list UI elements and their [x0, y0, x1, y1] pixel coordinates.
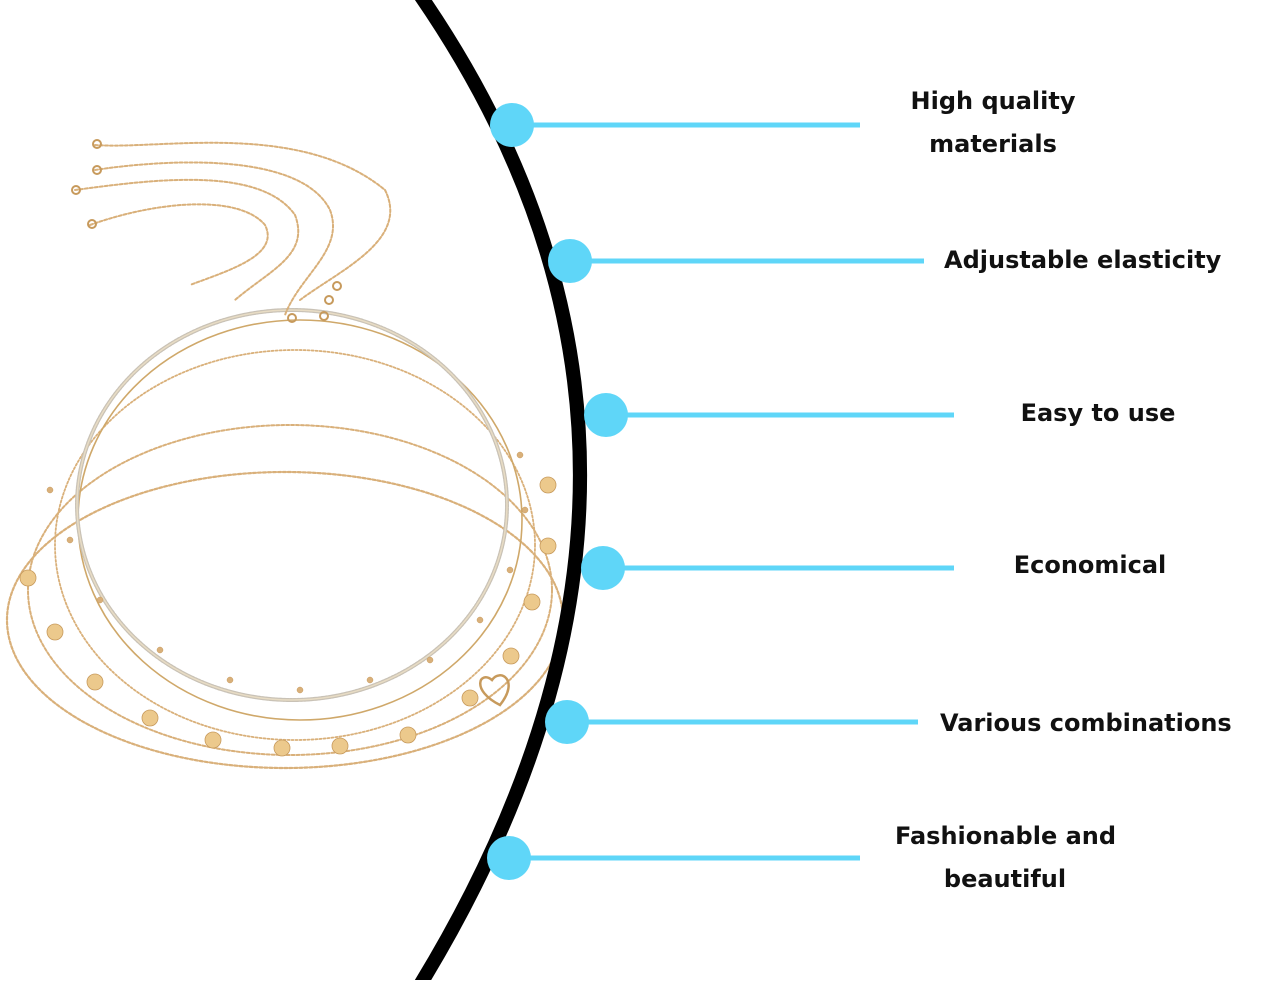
- rhinestone-choker: [76, 309, 508, 701]
- sequin-disc: [273, 739, 291, 757]
- sequin-disc: [461, 689, 479, 707]
- chain-bead: [426, 656, 434, 664]
- extender-chain: [94, 141, 392, 301]
- clasp: [92, 139, 102, 149]
- chain-bead: [96, 596, 104, 604]
- feature-label-4: Economical: [1010, 544, 1170, 587]
- clasp: [87, 219, 97, 229]
- chain-bead: [476, 616, 484, 624]
- feature-label-line: materials: [929, 130, 1057, 158]
- node-dot-5: [545, 700, 589, 744]
- sequin-disc: [523, 593, 541, 611]
- necklace-illustration: [5, 139, 565, 770]
- sequin-disc: [502, 647, 520, 665]
- feature-label-line: Economical: [1013, 551, 1167, 579]
- chain-bead: [46, 486, 54, 494]
- chain-bead: [521, 506, 529, 514]
- node-dot-4: [581, 546, 625, 590]
- rhinestone-choker: [75, 308, 509, 702]
- chain-bead: [366, 676, 374, 684]
- feature-label-2: Adjustable elasticity: [944, 239, 1222, 282]
- sequin-disc: [331, 737, 349, 755]
- clasp: [332, 281, 342, 291]
- timeline-arc: [414, 0, 587, 984]
- feature-label-6: Fashionable and beautiful: [895, 815, 1117, 901]
- sequin-disc: [86, 673, 104, 691]
- chain-bead: [296, 686, 304, 694]
- connector-group: [487, 103, 954, 880]
- sequin-group: [19, 451, 557, 757]
- clasp: [287, 313, 297, 323]
- sequin-disc: [204, 731, 222, 749]
- sequin-disc: [539, 537, 557, 555]
- node-dot-6: [487, 836, 531, 880]
- node-dot-3: [584, 393, 628, 437]
- sequin-disc: [141, 709, 159, 727]
- extender-chain: [89, 203, 269, 286]
- feature-label-line: High quality: [910, 87, 1076, 115]
- feature-label-line: Various combinations: [940, 709, 1232, 737]
- feature-label-5: Various combinations: [940, 702, 1232, 745]
- clasp: [71, 185, 81, 195]
- feature-label-line: Easy to use: [1020, 399, 1176, 427]
- chain-strand: [54, 349, 536, 741]
- chain-bead: [66, 536, 74, 544]
- clasp: [319, 311, 329, 321]
- sequin-disc: [399, 726, 417, 744]
- feature-label-line: Fashionable and: [895, 822, 1117, 850]
- node-dot-2: [548, 239, 592, 283]
- chain-bead: [226, 676, 234, 684]
- extender-chain: [94, 161, 334, 316]
- extender-chain: [74, 178, 300, 301]
- chain-strand: [27, 424, 553, 756]
- sequin-disc: [19, 569, 37, 587]
- chain-bead: [506, 566, 514, 574]
- clasp: [92, 165, 102, 175]
- feature-label-3: Easy to use: [1018, 392, 1178, 435]
- clasp: [324, 295, 334, 305]
- chain-bead: [516, 451, 524, 459]
- heart-charm: [479, 674, 510, 707]
- node-dot-1: [490, 103, 534, 147]
- sequin-disc: [539, 476, 557, 494]
- sequin-disc: [46, 623, 64, 641]
- feature-label-line: beautiful: [943, 865, 1067, 893]
- feature-label-1: High quality materials: [905, 80, 1081, 166]
- feature-label-line: Adjustable elasticity: [944, 246, 1222, 274]
- chain-bead: [156, 646, 164, 654]
